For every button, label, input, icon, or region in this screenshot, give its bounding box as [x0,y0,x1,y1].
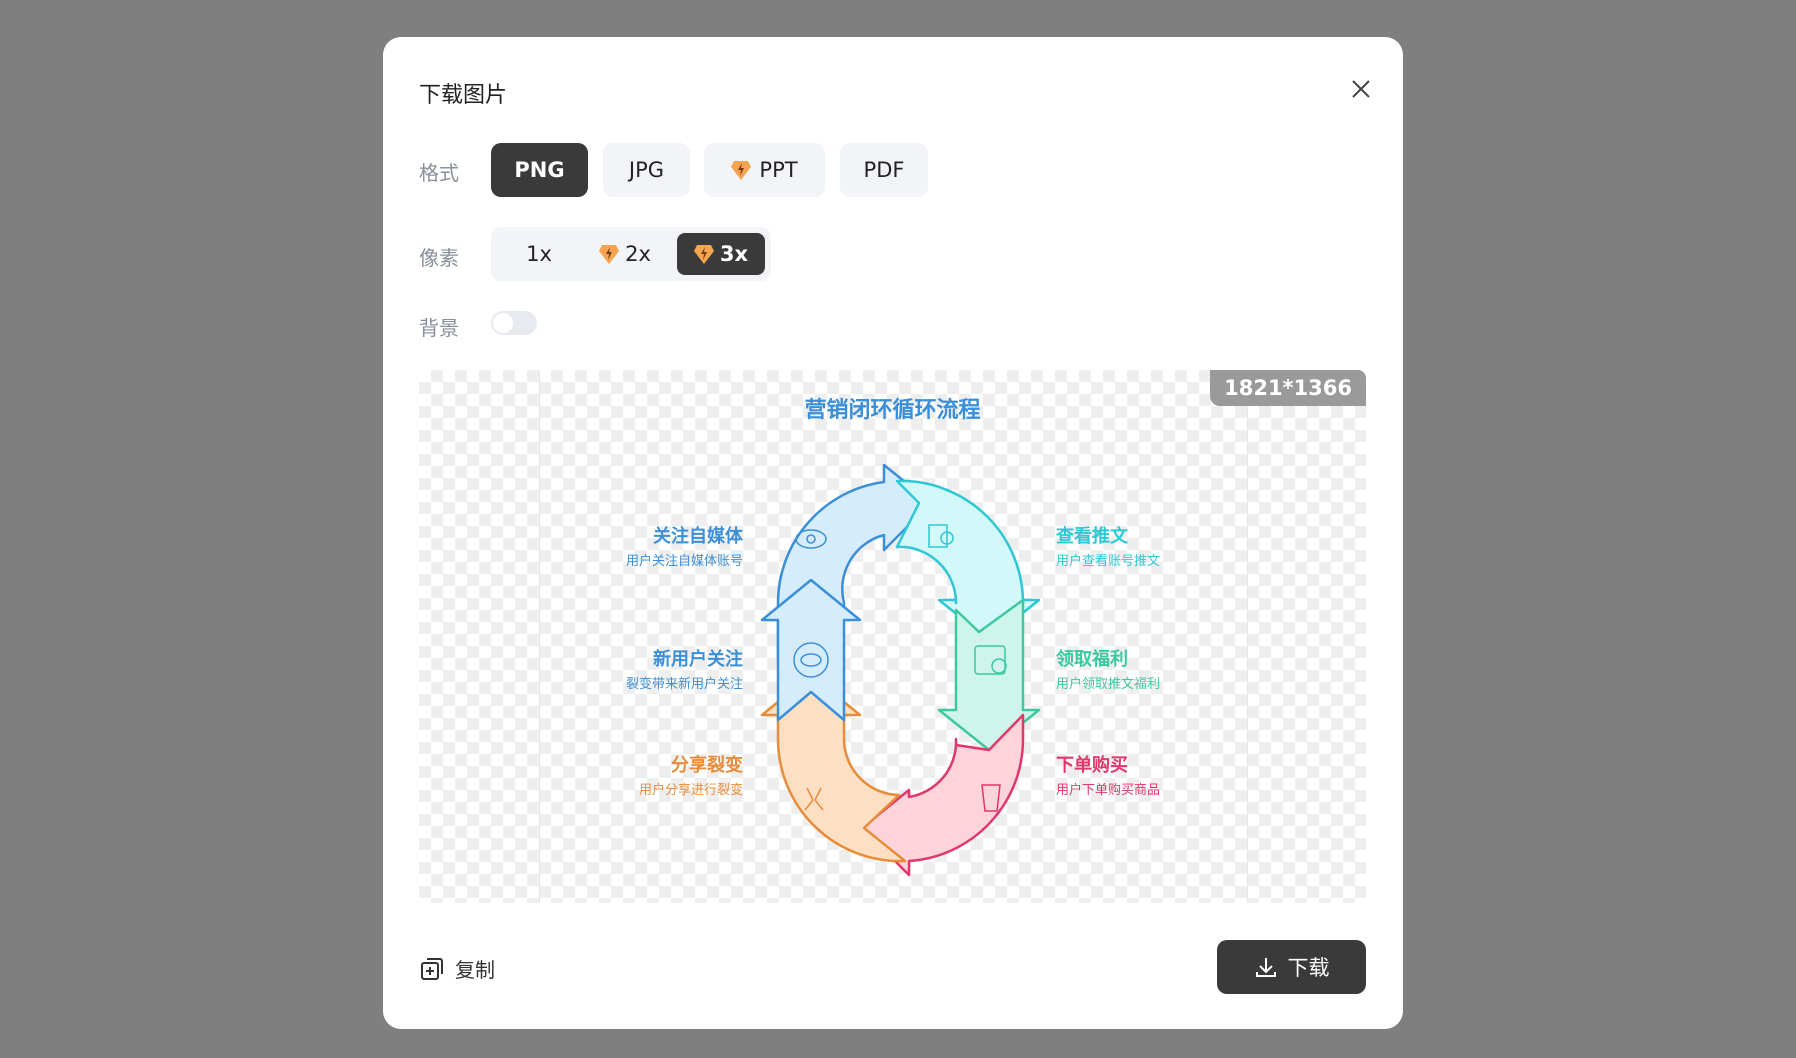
copy-button[interactable]: 复制 [419,954,495,983]
calendar-money-icon [974,645,1006,675]
step-desc: 用户下单购买商品 [1056,783,1161,798]
image-bounds [539,370,1248,903]
premium-gem-icon [599,245,620,264]
step-title: 新用户关注 [653,649,743,670]
download-button[interactable]: 下载 [1217,940,1366,994]
step-title: 查看推文 [1056,526,1128,547]
format-jpg-button[interactable]: JPG [603,143,690,197]
pixel-1x-option[interactable]: 1x [526,242,552,266]
step-title: 领取福利 [1056,649,1128,670]
document-search-icon [928,524,948,548]
format-label: 格式 [419,161,459,185]
step-desc: 用户分享进行裂变 [638,783,743,798]
pixel-label: 像素 [419,246,459,270]
segment-new-followers [760,578,862,722]
step-title: 分享裂变 [671,755,743,776]
eye-circle-icon [793,642,829,678]
premium-gem-icon [731,161,752,180]
eye-icon [795,529,827,549]
toggle-knob [493,313,513,333]
step-desc: 裂变带来新用户关注 [625,677,743,692]
image-preview: 营销闭环循环流程 关注自媒体 用户关注自媒体账号 查看推文 用户查看账号推文 领… [419,370,1366,903]
download-image-dialog: 下载图片 格式 PNG JPG PPT PDF 像素 1x 2x 3x 背景 [383,37,1403,1029]
image-size-badge: 1821*1366 [1210,370,1366,406]
step-desc: 用户查看账号推文 [1056,554,1161,569]
segment-share [760,673,907,863]
step-title: 关注自媒体 [653,526,743,547]
step-desc: 用户领取推文福利 [1056,677,1161,692]
segment-purchase [860,713,1025,877]
pixel-3x-option[interactable]: 3x [677,233,765,275]
background-toggle[interactable] [491,311,537,335]
background-label: 背景 [419,316,459,340]
segment-get-benefit [937,598,1041,752]
step-desc: 用户关注自媒体账号 [625,554,743,569]
download-icon [1255,958,1276,977]
pixel-segmented-control: 1x 2x 3x [491,227,771,281]
step-title: 下单购买 [1056,755,1128,776]
coffee-cup-icon [981,784,1001,812]
dialog-title: 下载图片 [419,83,508,108]
cycle-diagram [760,463,1041,877]
pixel-2x-option[interactable]: 2x [585,233,665,275]
format-ppt-button[interactable]: PPT [704,143,825,197]
format-png-button[interactable]: PNG [491,143,588,197]
copy-icon [421,957,443,980]
diagram-title: 营销闭环循环流程 [804,398,981,423]
format-pdf-button[interactable]: PDF [840,143,928,197]
close-icon[interactable] [1347,75,1375,103]
toast-glasses-icon [804,787,824,811]
premium-gem-icon [693,245,714,264]
